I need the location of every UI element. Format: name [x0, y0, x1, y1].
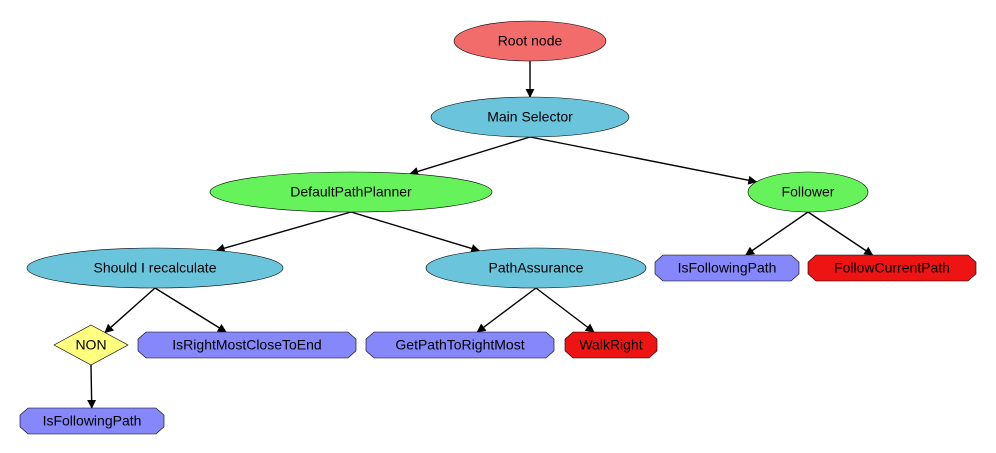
- node-is-following-path-1[interactable]: IsFollowingPath: [654, 254, 800, 282]
- node-walk-right[interactable]: WalkRight: [564, 331, 658, 359]
- node-label: Root node: [498, 33, 563, 49]
- edge-main-selector-to-default-path-planner: [409, 136, 531, 176]
- node-label: NON: [75, 337, 106, 353]
- node-label: Main Selector: [487, 109, 573, 125]
- node-label: IsFollowingPath: [43, 413, 142, 429]
- edge-follower-to-follow-current-path: [807, 211, 874, 256]
- edge-should-i-recalculate-to-non: [104, 287, 156, 334]
- node-shape-ellipse: [26, 247, 284, 289]
- node-non[interactable]: NON: [53, 324, 129, 366]
- node-shape-octagon: [137, 331, 357, 359]
- node-label: PathAssurance: [489, 260, 584, 276]
- node-get-path-to-right-most[interactable]: GetPathToRightMost: [365, 331, 555, 359]
- node-label: Follower: [782, 184, 835, 200]
- node-shape-octagon: [654, 254, 800, 282]
- edge-should-i-recalculate-to-is-right-most-close-to-end: [154, 287, 227, 333]
- node-shape-ellipse: [209, 171, 493, 213]
- node-shape-ellipse: [430, 96, 630, 138]
- node-shape-octagon: [365, 331, 555, 359]
- node-is-right-most-close-to-end[interactable]: IsRightMostCloseToEnd: [137, 331, 357, 359]
- node-label: DefaultPathPlanner: [290, 184, 412, 200]
- node-shape-octagon: [19, 407, 165, 435]
- node-label: IsFollowingPath: [678, 260, 777, 276]
- node-should-i-recalculate[interactable]: Should I recalculate: [26, 247, 284, 289]
- node-shape-ellipse: [747, 171, 869, 213]
- edge-path-assurance-to-get-path-to-right-most: [476, 287, 537, 333]
- edge-default-path-planner-to-should-i-recalculate: [215, 211, 352, 253]
- edge-main-selector-to-follower: [529, 136, 758, 185]
- edge-default-path-planner-to-path-assurance: [350, 211, 481, 253]
- edge-path-assurance-to-walk-right: [535, 287, 595, 333]
- edge-follower-to-is-following-path-1: [745, 211, 809, 256]
- node-path-assurance[interactable]: PathAssurance: [425, 247, 647, 289]
- edge-non-to-is-following-path-2: [87, 364, 97, 409]
- node-shape-ellipse: [453, 20, 607, 62]
- node-shape-ellipse: [425, 247, 647, 289]
- node-label: IsRightMostCloseToEnd: [172, 337, 321, 353]
- node-main-selector[interactable]: Main Selector: [430, 96, 630, 138]
- node-label: WalkRight: [579, 337, 642, 353]
- node-label: GetPathToRightMost: [395, 337, 524, 353]
- node-label: Should I recalculate: [94, 260, 217, 276]
- node-shape-octagon: [564, 331, 658, 359]
- node-follow-current-path[interactable]: FollowCurrentPath: [807, 254, 977, 282]
- node-root[interactable]: Root node: [453, 20, 607, 62]
- node-follower[interactable]: Follower: [747, 171, 869, 213]
- node-is-following-path-2[interactable]: IsFollowingPath: [19, 407, 165, 435]
- node-default-path-planner[interactable]: DefaultPathPlanner: [209, 171, 493, 213]
- node-shape-diamond: [53, 324, 129, 366]
- node-shape-octagon: [807, 254, 977, 282]
- node-label: FollowCurrentPath: [834, 260, 950, 276]
- edges-layer: [87, 61, 874, 409]
